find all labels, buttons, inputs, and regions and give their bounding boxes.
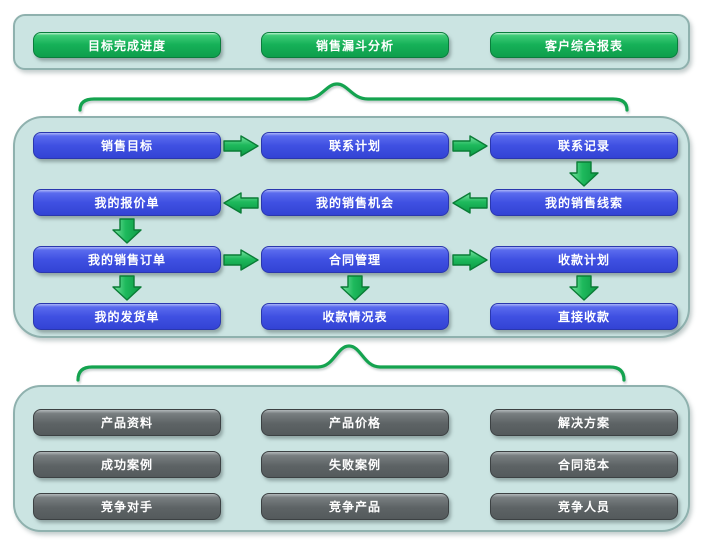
arrow-down-icon	[569, 161, 599, 187]
button-contract-template[interactable]: 合同范本	[490, 451, 678, 478]
button-sales-target[interactable]: 销售目标	[33, 132, 221, 159]
button-contact-record[interactable]: 联系记录	[490, 132, 678, 159]
button-contact-plan[interactable]: 联系计划	[261, 132, 449, 159]
arrow-right-icon	[223, 135, 259, 157]
arrow-right-icon	[223, 249, 259, 271]
button-solution[interactable]: 解决方案	[490, 409, 678, 436]
button-sales-funnel-analysis[interactable]: 销售漏斗分析	[261, 32, 449, 58]
arrow-left-icon	[452, 192, 488, 214]
button-collection-plan[interactable]: 收款计划	[490, 246, 678, 273]
arrow-down-icon	[112, 275, 142, 301]
sales-flow-panel: 销售目标 联系计划 联系记录 我的报价单 我的销售机会 我的销售线索 我的销售订…	[13, 116, 690, 338]
arrow-down-icon	[569, 275, 599, 301]
arrow-right-icon	[452, 249, 488, 271]
arrow-right-icon	[452, 135, 488, 157]
button-my-sales-lead[interactable]: 我的销售线索	[490, 189, 678, 216]
button-competing-product[interactable]: 竞争产品	[261, 493, 449, 520]
button-goal-completion-progress[interactable]: 目标完成进度	[33, 32, 221, 58]
report-panel: 目标完成进度 销售漏斗分析 客户综合报表	[13, 14, 690, 70]
brace-bottom-icon	[76, 344, 626, 382]
button-my-sales-opportunity[interactable]: 我的销售机会	[261, 189, 449, 216]
button-collection-status-table[interactable]: 收款情况表	[261, 303, 449, 330]
button-my-delivery-note[interactable]: 我的发货单	[33, 303, 221, 330]
brace-top-icon	[78, 82, 629, 112]
button-competing-personnel[interactable]: 竞争人员	[490, 493, 678, 520]
button-competitor[interactable]: 竞争对手	[33, 493, 221, 520]
button-direct-collection[interactable]: 直接收款	[490, 303, 678, 330]
button-failure-case[interactable]: 失败案例	[261, 451, 449, 478]
button-my-sales-order[interactable]: 我的销售订单	[33, 246, 221, 273]
button-product-info[interactable]: 产品资料	[33, 409, 221, 436]
knowledge-panel: 产品资料 产品价格 解决方案 成功案例 失败案例 合同范本 竞争对手 竞争产品 …	[13, 385, 690, 532]
button-product-price[interactable]: 产品价格	[261, 409, 449, 436]
arrow-down-icon	[112, 218, 142, 244]
button-success-case[interactable]: 成功案例	[33, 451, 221, 478]
button-customer-summary-report[interactable]: 客户综合报表	[490, 32, 678, 58]
arrow-down-icon	[340, 275, 370, 301]
button-my-quotation[interactable]: 我的报价单	[33, 189, 221, 216]
button-contract-management[interactable]: 合同管理	[261, 246, 449, 273]
arrow-left-icon	[223, 192, 259, 214]
